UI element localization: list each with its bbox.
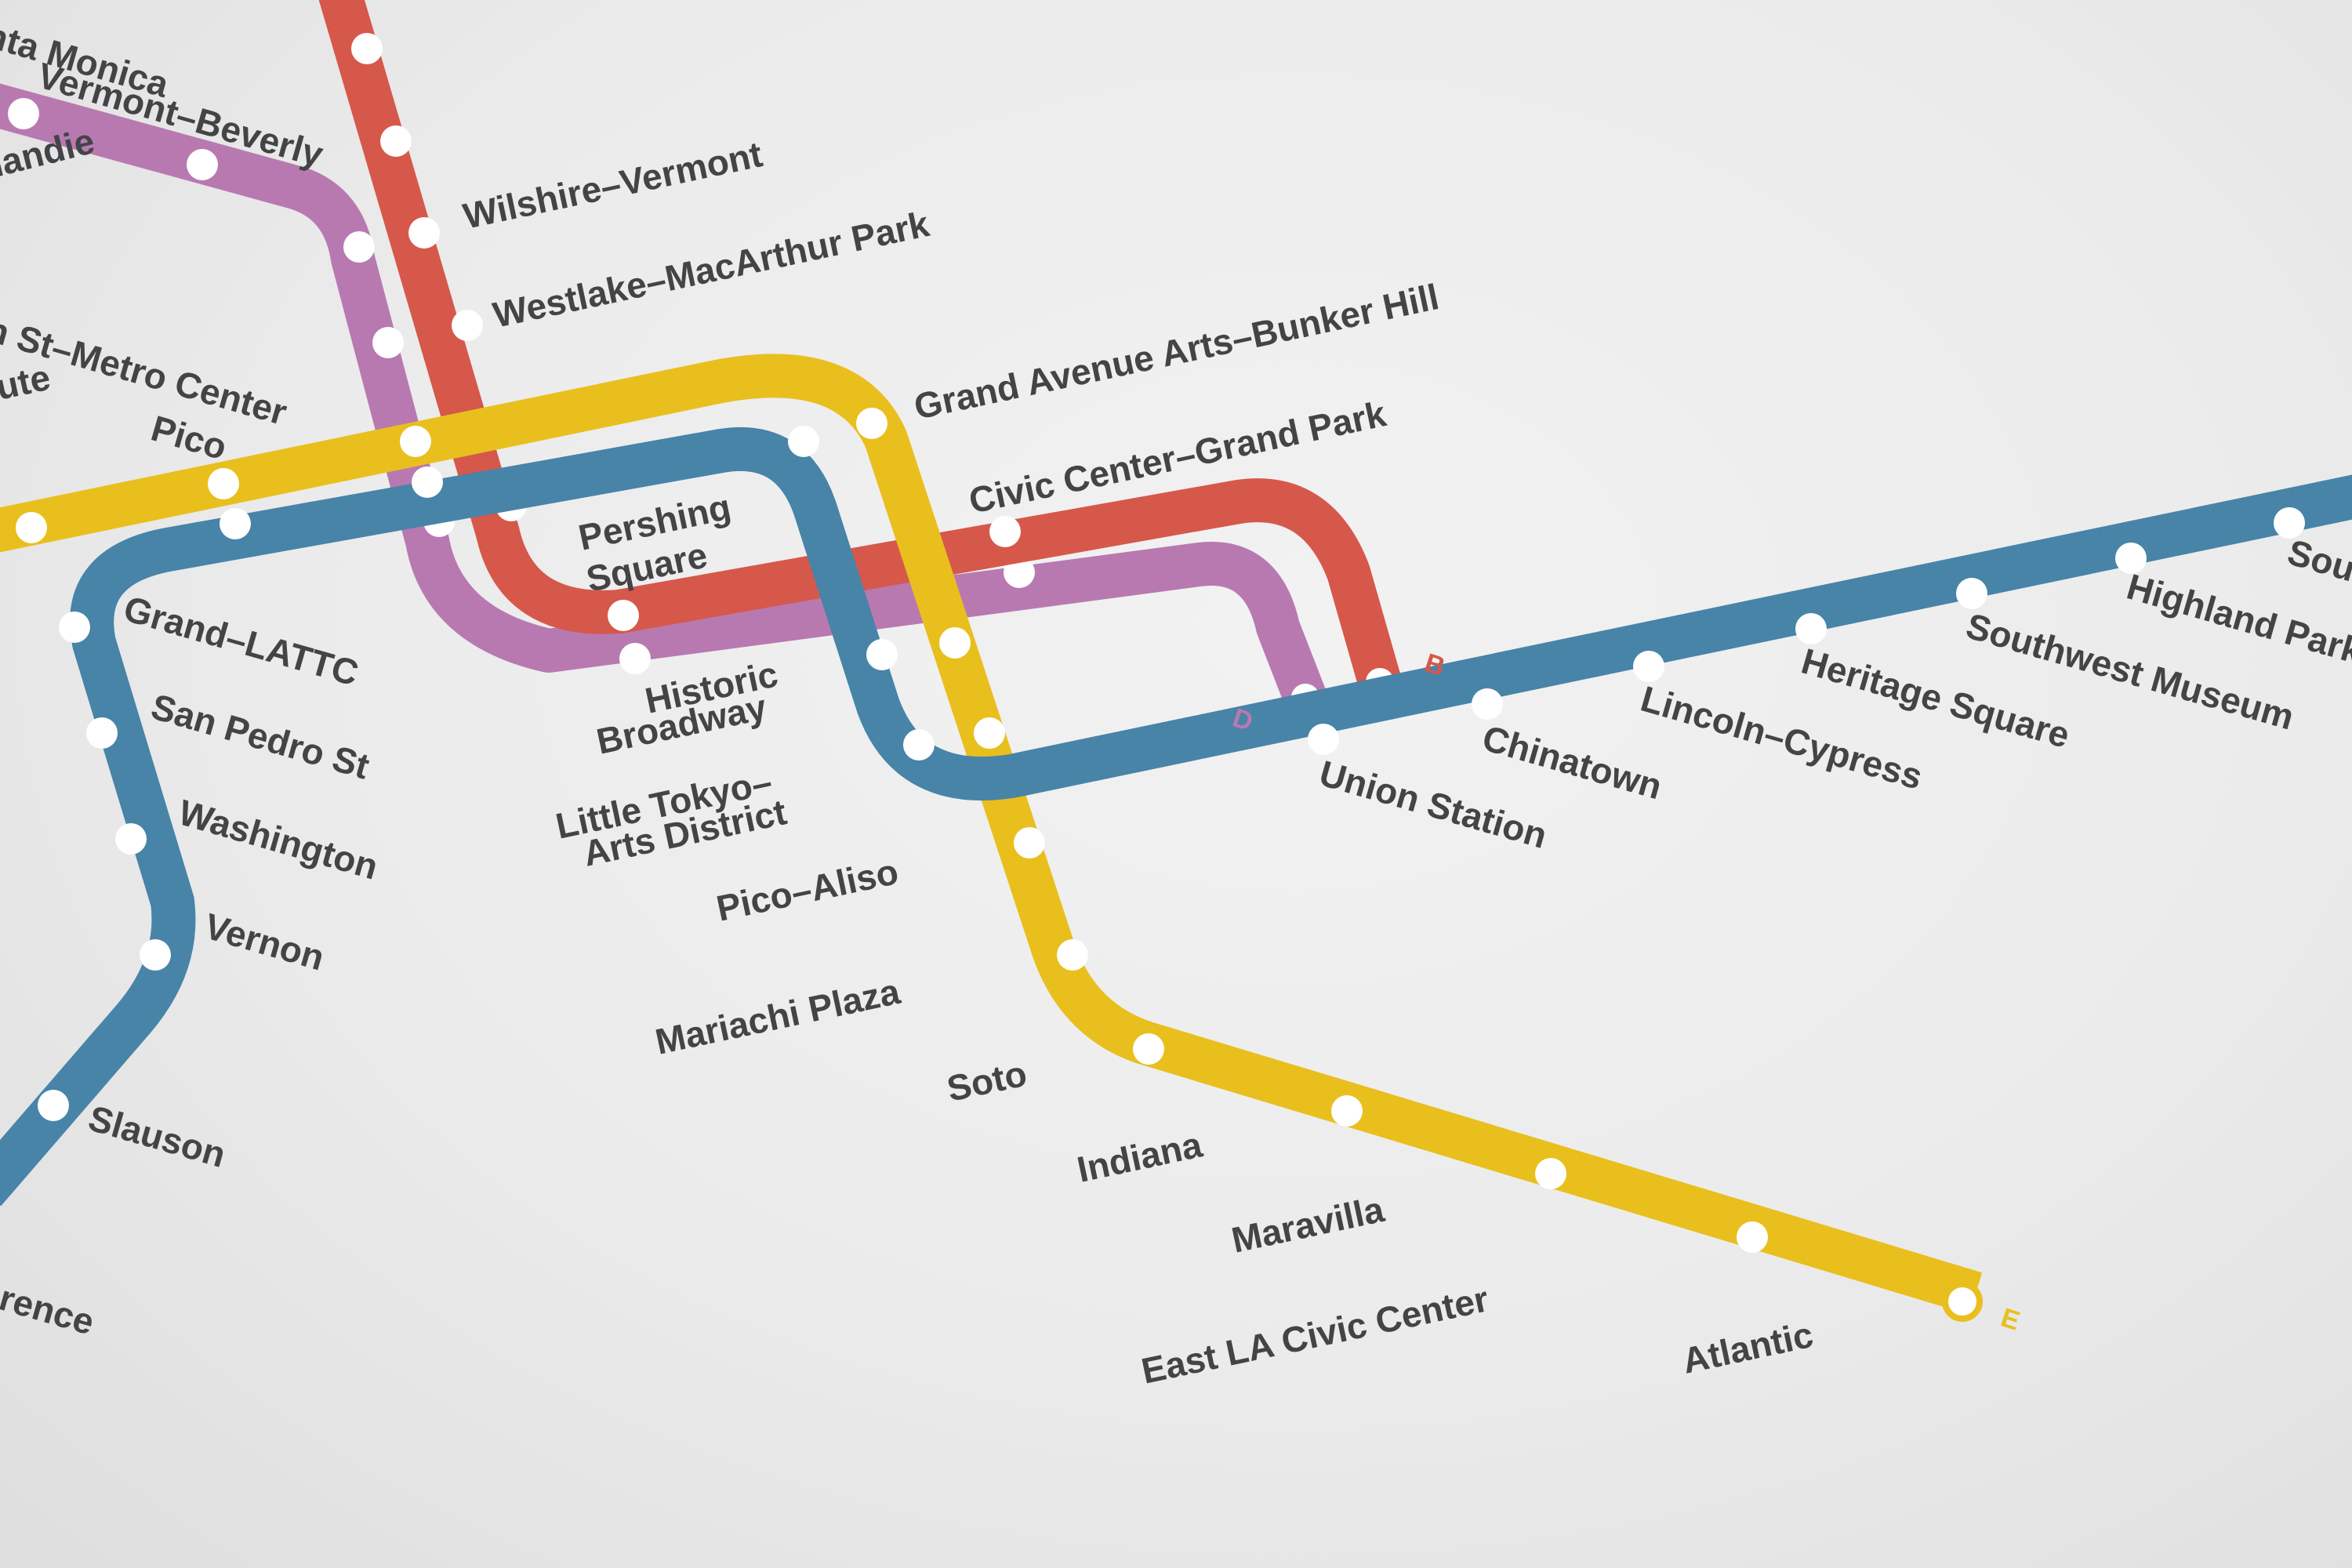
e-stop	[16, 512, 47, 543]
d-stop	[187, 149, 218, 180]
station-label: Mariachi Plaza	[652, 971, 903, 1062]
station-label: Pico–Aliso	[713, 851, 902, 929]
a-stop	[1795, 613, 1827, 644]
station-label: Westlake–MacArthur Park	[489, 203, 933, 336]
a-stop	[412, 466, 443, 498]
d-stop	[343, 231, 375, 263]
e-line-track	[0, 354, 1983, 1315]
station-label: Highland Park	[2122, 566, 2352, 672]
a-stop	[115, 823, 147, 855]
e-stop	[1535, 1158, 1566, 1189]
station-label: San Pedro St	[147, 686, 374, 787]
station-label: Atlantic	[1679, 1314, 1817, 1381]
station-label: Washington	[174, 792, 383, 887]
e-stop	[974, 717, 1005, 749]
e-stop	[208, 468, 239, 499]
e-stop	[400, 426, 431, 457]
e-stop	[1737, 1221, 1768, 1253]
b-stop	[380, 125, 412, 157]
a-stop	[866, 639, 898, 670]
a-stop	[86, 717, 118, 749]
a-stop	[59, 612, 90, 643]
a-stop	[1633, 651, 1664, 682]
e-stop	[1014, 827, 1045, 858]
station-label: Chinatown	[1478, 717, 1666, 808]
e-stop	[1133, 1033, 1164, 1065]
a-stop	[788, 426, 819, 457]
a-stop	[2115, 543, 2147, 574]
b-stop	[452, 310, 483, 341]
d-stop	[8, 98, 39, 129]
e-stop	[939, 627, 971, 659]
a-stop	[903, 729, 935, 760]
station-label: Soto	[943, 1053, 1030, 1109]
e-terminus-stop	[1942, 1281, 1983, 1322]
e-stop	[856, 408, 887, 439]
station-label: Pico	[147, 408, 231, 468]
a-stop	[38, 1090, 69, 1121]
station-label: Indiana	[1073, 1123, 1206, 1189]
station-label: LATTC/Ortho Institute	[0, 357, 54, 474]
e-stop	[1331, 1095, 1363, 1127]
a-stop	[140, 939, 171, 971]
station-label: Florence	[0, 1262, 99, 1343]
a-line	[0, 426, 2352, 1207]
a-stop	[2274, 507, 2305, 539]
e-line	[0, 354, 1983, 1322]
b-stop	[989, 516, 1021, 547]
a-stop	[220, 508, 251, 539]
e-stop	[1057, 939, 1088, 971]
station-label: Maravilla	[1228, 1189, 1388, 1261]
e-terminus-label: E	[1998, 1302, 2024, 1336]
station-label: Vernon	[200, 906, 328, 978]
d-stop	[1004, 557, 1035, 588]
station-label: Union Station	[1315, 753, 1552, 856]
station-label: East LA Civic Center	[1138, 1278, 1492, 1392]
b-stop	[408, 217, 440, 249]
b-stop	[608, 600, 639, 631]
a-stop	[1308, 724, 1339, 755]
d-line-track	[0, 83, 1327, 706]
b-stop	[351, 33, 383, 64]
d-stop	[619, 643, 651, 674]
station-label: Wilshire–Vermont	[459, 133, 765, 237]
station-label: Grand–LATTC	[119, 588, 363, 694]
a-stop	[1956, 578, 1987, 609]
station-label: Slauson	[84, 1098, 230, 1175]
a-stop	[1472, 688, 1503, 720]
d-stop	[372, 327, 404, 358]
